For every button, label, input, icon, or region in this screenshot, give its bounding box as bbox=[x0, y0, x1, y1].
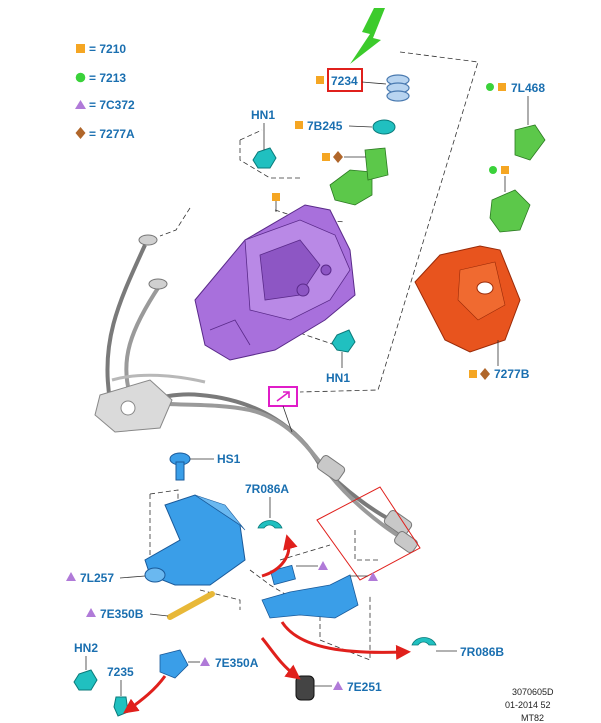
symbol-diamond-icon bbox=[333, 151, 343, 163]
legend-label-7277a: = 7277A bbox=[89, 127, 135, 141]
highlight-7234 bbox=[327, 68, 363, 92]
symbol-triangle-icon bbox=[333, 681, 343, 690]
cable-end-highlight bbox=[316, 486, 421, 581]
bushing-7b245 bbox=[372, 119, 396, 135]
bushing-7e251 bbox=[295, 675, 315, 701]
label-hn2: HN2 bbox=[74, 641, 98, 655]
shift-cable-assembly bbox=[94, 234, 418, 553]
legend-triangle-icon bbox=[75, 100, 86, 109]
clip-7r086a bbox=[257, 520, 283, 529]
knob-body bbox=[489, 189, 531, 233]
label-7e350a: 7E350A bbox=[215, 656, 259, 670]
symbol-circle-icon bbox=[486, 83, 494, 91]
legend-label-7210: = 7210 bbox=[89, 42, 126, 56]
symbol-square-icon bbox=[501, 166, 509, 174]
symbol-circle-icon bbox=[489, 166, 497, 174]
label-7234: 7234 bbox=[331, 74, 358, 88]
label-hn1-top: HN1 bbox=[251, 108, 275, 122]
knob-cap-7l468 bbox=[514, 124, 546, 161]
symbol-diamond-icon bbox=[480, 368, 490, 380]
cable-end-fitting-7e350a bbox=[159, 649, 189, 679]
label-7277b: 7277B bbox=[494, 367, 530, 381]
symbol-square-icon bbox=[498, 83, 506, 91]
gear-shift-base bbox=[194, 204, 356, 361]
nut-hn1-top bbox=[252, 147, 277, 169]
assembly-direction-arrows bbox=[123, 534, 411, 714]
label-7e350b: 7E350B bbox=[100, 607, 144, 621]
legend-label-7213: = 7213 bbox=[89, 71, 126, 85]
symbol-triangle-icon bbox=[86, 608, 96, 617]
legend-circle-icon bbox=[75, 72, 86, 83]
label-7r086a: 7R086A bbox=[245, 482, 289, 496]
legend: = 7210 = 7213 = 7C372 = 7277A bbox=[75, 42, 135, 141]
symbol-triangle-icon bbox=[318, 561, 328, 570]
spring-7234 bbox=[386, 74, 410, 102]
nut-hn2 bbox=[73, 669, 98, 691]
reference-code-line-3: MT82 bbox=[521, 713, 544, 723]
label-7e251: 7E251 bbox=[347, 680, 382, 694]
legend-diamond-icon bbox=[75, 127, 86, 139]
selector-housing bbox=[144, 494, 246, 586]
symbol-square-icon bbox=[469, 370, 477, 378]
label-7235: 7235 bbox=[107, 665, 134, 679]
symbol-square-icon bbox=[316, 76, 324, 84]
selector-lever-arm bbox=[261, 574, 359, 619]
link-rod-7e350b bbox=[167, 591, 215, 620]
label-hn1-bottom: HN1 bbox=[326, 371, 350, 385]
shift-lever-parts bbox=[329, 74, 546, 233]
clip-7r086b bbox=[411, 637, 437, 646]
symbol-triangle-icon bbox=[66, 572, 76, 581]
symbol-square-icon bbox=[295, 121, 303, 129]
label-7l468: 7L468 bbox=[511, 81, 545, 95]
label-hs1: HS1 bbox=[217, 452, 241, 466]
symbol-triangle-icon bbox=[368, 572, 378, 581]
symbol-square-icon bbox=[322, 153, 330, 161]
reference-code-line-2: 01-2014 52 bbox=[505, 700, 551, 710]
label-7b245: 7B245 bbox=[307, 119, 343, 133]
legend-square-icon bbox=[76, 44, 85, 53]
symbol-square-icon bbox=[272, 193, 280, 201]
legend-label-7c372: = 7C372 bbox=[89, 98, 135, 112]
label-7r086b: 7R086B bbox=[460, 645, 504, 659]
bolt-hs1 bbox=[169, 452, 191, 481]
pointer-arrow bbox=[350, 8, 385, 64]
symbol-triangle-icon bbox=[200, 657, 210, 666]
cable-end-7235 bbox=[113, 696, 129, 717]
nut-hn1-bottom bbox=[331, 329, 356, 353]
reference-code-line-1: 3070605D bbox=[512, 687, 554, 697]
label-7l257: 7L257 bbox=[80, 571, 114, 585]
